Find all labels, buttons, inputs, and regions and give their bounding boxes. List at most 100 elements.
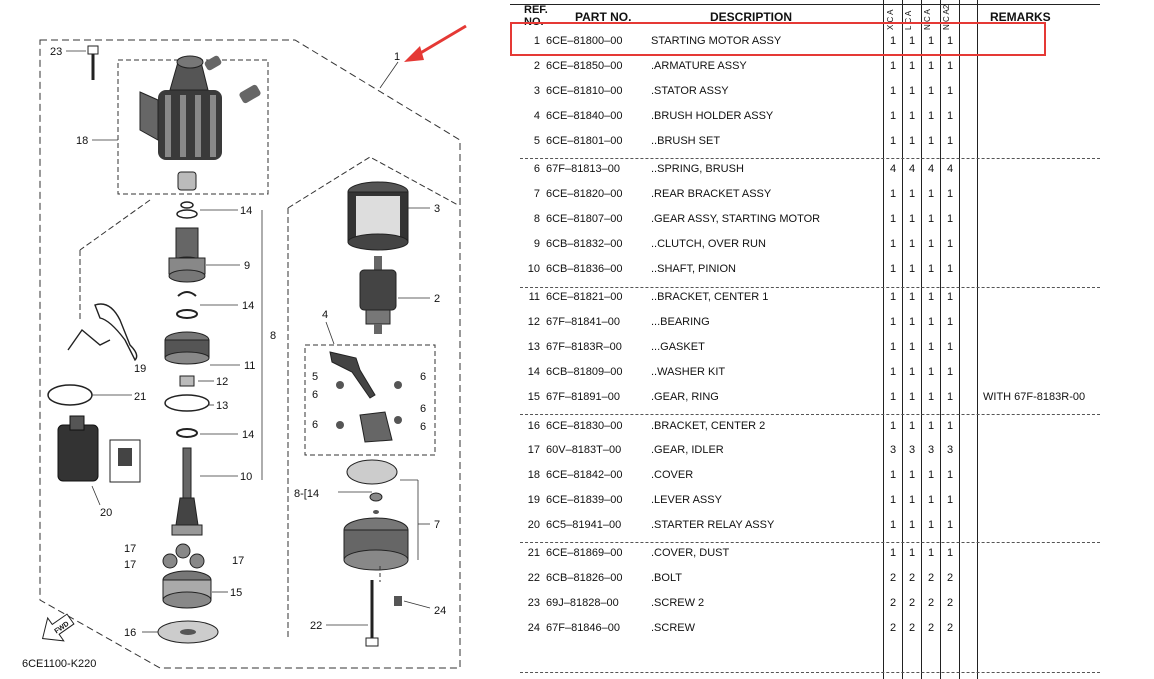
quantity-cell: 1 — [908, 494, 916, 506]
quantity-cell: 1 — [927, 341, 935, 353]
quantity-cell: 1 — [908, 341, 916, 353]
quantity-cell: 1 — [889, 391, 897, 403]
ref-no-cell: 5 — [533, 135, 540, 147]
armature-2 — [359, 256, 397, 334]
quantity-cell: 1 — [908, 35, 916, 47]
part-no-cell: 6CE–81807–00 — [546, 213, 623, 225]
quantity-cell: 2 — [927, 622, 935, 634]
quantity-cell: 1 — [908, 85, 916, 97]
quantity-cell: 1 — [908, 366, 916, 378]
quantity-cell: 1 — [889, 60, 897, 72]
callout-24: 24 — [434, 605, 446, 617]
quantity-cell: 1 — [946, 35, 954, 47]
group-sep-4 — [520, 542, 1100, 543]
part-no-cell: 6CE–81869–00 — [546, 547, 623, 559]
quantity-cell: 1 — [927, 494, 935, 506]
quantity-cell: 1 — [927, 60, 935, 72]
quantity-cell: 1 — [946, 341, 954, 353]
description-cell: .SCREW 2 — [651, 597, 705, 609]
part-no-cell: 67F–81891–00 — [546, 391, 621, 403]
quantity-cell: 1 — [889, 35, 897, 47]
quantity-cell: 1 — [927, 35, 935, 47]
callout-6-e: 6 — [420, 421, 426, 433]
quantity-cell: 1 — [946, 188, 954, 200]
description-cell: .SCREW — [651, 622, 695, 634]
quantity-cell: 1 — [927, 469, 935, 481]
description-cell: .COVER, DUST — [651, 547, 730, 559]
quantity-cell: 1 — [889, 188, 897, 200]
quantity-cell: 2 — [927, 572, 935, 584]
quantity-cell: 1 — [927, 366, 935, 378]
description-cell: .LEVER ASSY — [651, 494, 722, 506]
ref-no-cell: 10 — [527, 263, 540, 275]
quantity-cell: 1 — [889, 110, 897, 122]
pinion-shaft-10 — [171, 447, 203, 536]
ref-no-cell: 24 — [527, 622, 540, 634]
description-cell: .REAR BRACKET ASSY — [651, 188, 772, 200]
quantity-cell: 1 — [946, 263, 954, 275]
ref-no-cell: 16 — [527, 420, 540, 432]
part-no-cell: 67F–81841–00 — [546, 316, 621, 328]
quantity-cell: 3 — [946, 444, 954, 456]
quantity-cell: 2 — [946, 572, 954, 584]
ref-no-cell: 4 — [533, 110, 540, 122]
description-cell: .ARMATURE ASSY — [651, 60, 747, 72]
assembly-boundary — [39, 39, 461, 669]
part-no-cell: 6CB–81826–00 — [546, 572, 623, 584]
quantity-cell: 1 — [889, 420, 897, 432]
group-sep-3 — [520, 414, 1100, 415]
quantity-cell: 1 — [889, 85, 897, 97]
quantity-cell: 1 — [908, 238, 916, 250]
description-cell: ..BRUSH SET — [651, 135, 721, 147]
part-no-cell: 6C5–81941–00 — [546, 519, 622, 531]
callout-1: 1 — [394, 51, 400, 63]
callout-18: 18 — [76, 135, 88, 147]
quantity-cell: 1 — [908, 291, 916, 303]
quantity-cell: 1 — [908, 110, 916, 122]
ref-no-cell: 14 — [527, 366, 540, 378]
image-code: 6CE1100-K220 — [22, 658, 96, 670]
col-sep-5 — [959, 0, 960, 679]
part-no-cell: 6CE–81820–00 — [546, 188, 623, 200]
quantity-cell: 2 — [946, 622, 954, 634]
callout-6-c: 6 — [420, 403, 426, 415]
quantity-cell: 4 — [908, 163, 916, 175]
quantity-cell: 1 — [927, 291, 935, 303]
quantity-cell: 2 — [908, 622, 916, 634]
quantity-cell: 1 — [927, 316, 935, 328]
ref-no-cell: 7 — [533, 188, 540, 200]
quantity-cell: 2 — [889, 597, 897, 609]
part-no-cell: 67F–81813–00 — [546, 163, 621, 175]
callout-9: 9 — [244, 260, 250, 272]
diagram-svg: 1 23 18 14 9 14 — [22, 24, 467, 670]
rear-bracket-7 — [343, 517, 409, 571]
quantity-cell: 1 — [927, 547, 935, 559]
part-no-cell: 60V–8183T–00 — [546, 444, 622, 456]
quantity-cell: 1 — [946, 469, 954, 481]
description-cell: .STATOR ASSY — [651, 85, 729, 97]
callout-15: 15 — [230, 587, 242, 599]
quantity-cell: 1 — [889, 263, 897, 275]
quantity-cell: 2 — [908, 597, 916, 609]
callout-6-d: 6 — [312, 419, 318, 431]
callout-7-a: 7 — [434, 519, 440, 531]
ref-no-cell: 13 — [527, 341, 540, 353]
header-remarks: REMARKS — [990, 10, 1051, 24]
ring-gear-15 — [162, 570, 212, 609]
col-sep-6 — [977, 0, 978, 679]
ref-no-cell: 15 — [527, 391, 540, 403]
callout-10: 10 — [240, 471, 252, 483]
part-no-cell: 6CE–81801–00 — [546, 135, 623, 147]
remarks-cell: WITH 67F-8183R-00 — [983, 391, 1086, 403]
ref-no-cell: 6 — [533, 163, 540, 175]
